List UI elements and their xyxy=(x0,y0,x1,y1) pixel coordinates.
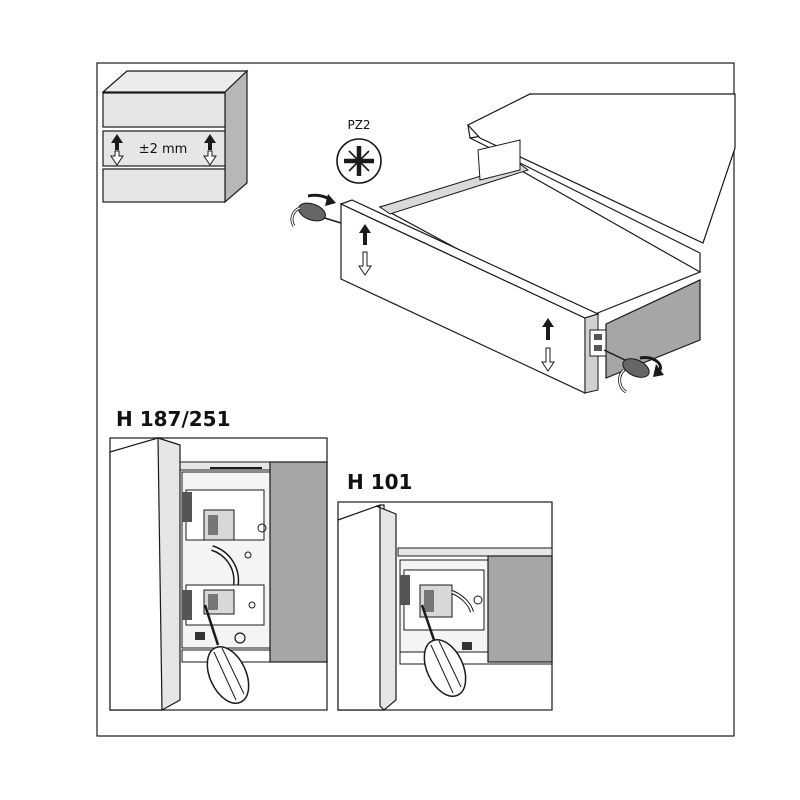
drawer-front-top xyxy=(102,92,226,128)
rotate-arrow-icon xyxy=(618,356,664,394)
drawer-front-bottom xyxy=(102,168,226,203)
drawer-front-middle xyxy=(102,130,226,167)
up-down-arrow-icon xyxy=(203,134,217,166)
panel-title-small: H 101 xyxy=(347,470,412,494)
cabinet-detail: ±2 mm xyxy=(101,69,249,204)
screwdriver-icon xyxy=(203,604,250,704)
rotate-arrow-icon xyxy=(290,193,336,227)
diagram-border xyxy=(96,62,735,737)
drawer-side-panel xyxy=(605,279,701,379)
detail-panel-large xyxy=(109,437,328,712)
panel-title-large: H 187/251 xyxy=(116,407,231,431)
drawer-illustration xyxy=(290,93,736,394)
screwdriver-right xyxy=(603,349,650,378)
up-down-arrow-icon xyxy=(541,318,555,372)
pozidriv-bit-symbol: PZ2 xyxy=(336,118,382,184)
detail-panel-small xyxy=(337,501,553,711)
up-down-arrow-icon xyxy=(358,224,372,276)
tool-label: PZ2 xyxy=(347,118,370,132)
up-down-arrow-icon xyxy=(110,134,124,166)
adjustment-range-label: ±2 mm xyxy=(139,142,188,157)
screwdriver-icon xyxy=(420,604,467,697)
